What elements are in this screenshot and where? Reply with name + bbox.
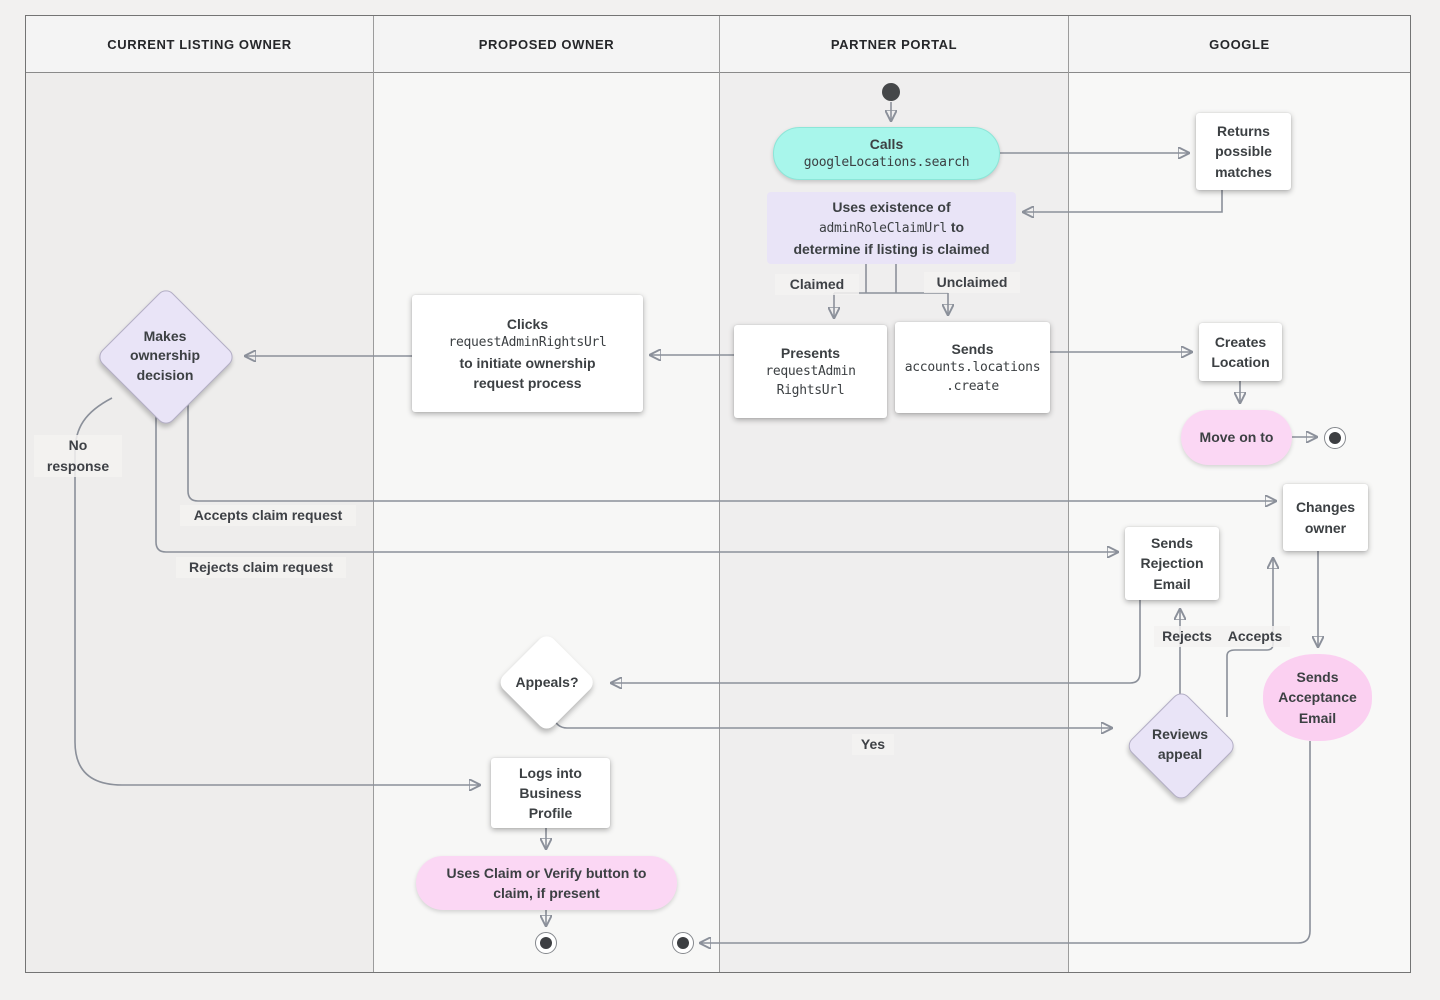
code-text: adminRoleClaimUrl: [818, 221, 947, 237]
edge-label-claimed: Claimed: [775, 274, 859, 295]
code-text: RightsUrl: [776, 382, 845, 398]
node-move-on-to: Move on to: [1181, 410, 1292, 465]
node-returns-possible-matches: Returns possible matches: [1196, 113, 1291, 190]
edge-label-rejects: Rejects: [1154, 626, 1220, 647]
node-line2-suffix: to: [950, 219, 965, 236]
node-sends-accounts-locations-create: Sends accounts.locations .create: [895, 322, 1050, 413]
edge-label-yes: Yes: [852, 734, 894, 755]
node-label: Appeals?: [515, 674, 579, 691]
node-title: Sends: [951, 340, 994, 357]
node-line1: Clicks: [506, 315, 549, 332]
node-presents-requestadminrightsurl: Presents requestAdmin RightsUrl: [734, 325, 887, 418]
node-label: Creates Location: [1211, 333, 1270, 370]
code-text: requestAdminRightsUrl: [448, 334, 607, 350]
node-title: Calls: [869, 135, 904, 152]
node-uses-claim-or-verify: Uses Claim or Verify button to claim, if…: [416, 856, 677, 910]
node-label: Returns possible matches: [1215, 123, 1272, 180]
end-node-inner-dot: [1329, 432, 1341, 444]
lane-body: [374, 73, 719, 972]
lane-proposed-owner: PROPOSED OWNER: [374, 16, 720, 972]
node-label: Makes ownership decision: [129, 327, 200, 383]
node-sends-rejection-email: Sends Rejection Email: [1125, 527, 1219, 600]
lane-current-listing-owner: CURRENT LISTING OWNER: [26, 16, 374, 972]
edge-label-rejects-claim-request: Rejects claim request: [176, 557, 346, 578]
node-label: Uses Claim or Verify button to claim, if…: [446, 864, 647, 901]
node-label: Move on to: [1199, 429, 1274, 446]
node-clicks-requestadminrightsurl: Clicks requestAdminRightsUrl to initiate…: [412, 295, 643, 412]
node-reviews-appeal: Reviews appeal: [1124, 689, 1238, 803]
node-label: Sends Rejection Email: [1140, 535, 1204, 592]
code-text: googleLocations.search: [803, 155, 970, 171]
lane-header: CURRENT LISTING OWNER: [26, 16, 373, 73]
node-sends-acceptance-email: Sends Acceptance Email: [1263, 654, 1372, 741]
node-calls-googlelocations-search: Calls googleLocations.search: [773, 127, 1000, 180]
lane-header: PARTNER PORTAL: [720, 16, 1068, 73]
node-makes-ownership-decision: Makes ownership decision: [95, 286, 237, 428]
node-appeals-decision: Appeals?: [496, 632, 598, 734]
end-node-claim-flow: [535, 932, 557, 954]
start-node: [882, 83, 900, 101]
code-text: .create: [946, 378, 999, 394]
node-title: Presents: [780, 344, 841, 361]
edge-label-no-response: No response: [34, 435, 122, 477]
lane-header: PROPOSED OWNER: [374, 16, 719, 73]
end-node-acceptance-flow: [672, 932, 694, 954]
node-line1: Uses existence of: [832, 198, 951, 215]
node-changes-owner: Changes owner: [1283, 484, 1368, 551]
code-text: requestAdmin: [765, 363, 856, 379]
node-line3: determine if listing is claimed: [793, 240, 990, 257]
node-label: Logs into Business Profile: [519, 764, 582, 822]
edge-label-unclaimed: Unclaimed: [924, 272, 1020, 293]
node-line2: adminRoleClaimUrl to: [819, 217, 964, 239]
node-logs-into-business-profile: Logs into Business Profile: [491, 758, 610, 828]
code-text: accounts.locations: [904, 359, 1041, 375]
end-node-inner-dot: [540, 937, 552, 949]
node-label: Changes owner: [1295, 499, 1356, 536]
node-uses-existence-adminroleclaimurl: Uses existence of adminRoleClaimUrl to d…: [767, 192, 1016, 264]
edge-label-accepts: Accepts: [1220, 626, 1290, 647]
node-label: Reviews appeal: [1151, 726, 1209, 762]
node-line3: to initiate ownership request process: [459, 354, 596, 392]
lane-header: GOOGLE: [1069, 16, 1410, 73]
edge-label-accepts-claim-request: Accepts claim request: [180, 505, 356, 526]
end-node-inner-dot: [677, 937, 689, 949]
end-node-create-flow: [1324, 427, 1346, 449]
node-label: Sends Acceptance Email: [1278, 669, 1357, 726]
node-creates-location: Creates Location: [1199, 323, 1282, 381]
